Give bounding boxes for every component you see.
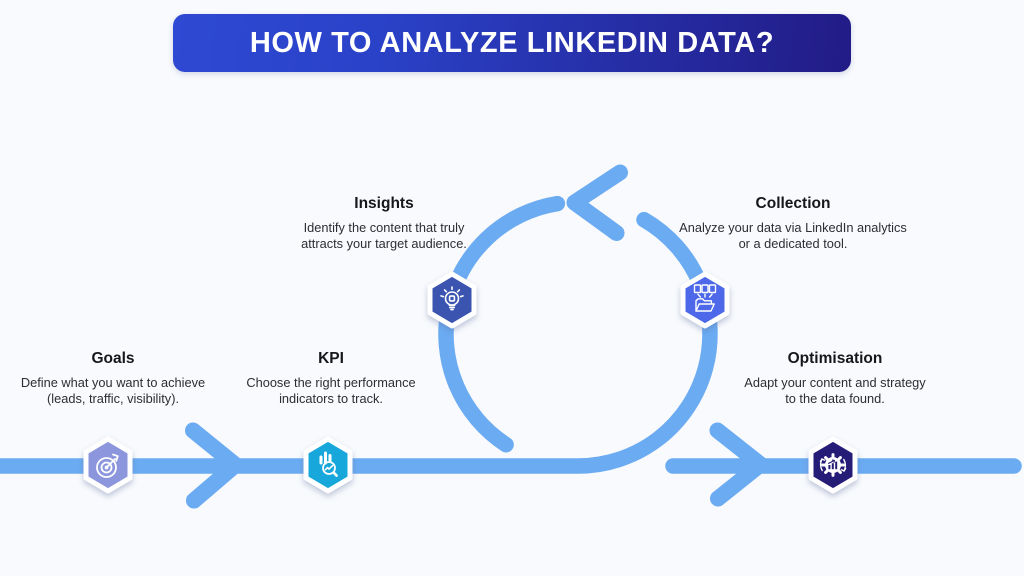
stage-hexagon-collection <box>674 265 736 335</box>
stage-text-goals: Goals Define what you want to achieve (l… <box>0 350 226 407</box>
stage-text-optimisation: Optimisation Adapt your content and stra… <box>725 350 945 407</box>
stage-title-goals: Goals <box>91 350 135 367</box>
stage-hexagon-insights <box>421 265 483 335</box>
gear-optimization-icon <box>819 453 847 477</box>
stage-desc-goals: Define what you want to achieve (leads, … <box>20 375 206 406</box>
timeline-left-line <box>0 211 718 474</box>
lightbulb-idea-icon <box>440 286 464 311</box>
stage-text-collection: Collection Analyze your data via LinkedI… <box>663 195 923 252</box>
stage-title-optimisation: Optimisation <box>787 350 883 367</box>
stage-hexagon-goals <box>77 430 139 500</box>
arrow-right-icon-left <box>185 422 244 509</box>
stage-title-collection: Collection <box>755 195 831 212</box>
documents-folder-icon <box>693 284 717 312</box>
stage-desc-optimisation: Adapt your content and strategy to the d… <box>744 375 926 406</box>
title-banner: HOW TO ANALYZE LINKEDIN DATA? <box>173 14 851 72</box>
stage-desc-collection: Analyze your data via LinkedIn analytics… <box>679 220 907 251</box>
stage-title-insights: Insights <box>354 195 414 212</box>
stage-text-insights: Insights Identify the content that truly… <box>274 195 494 252</box>
stage-title-kpi: KPI <box>318 350 344 367</box>
page-title: HOW TO ANALYZE LINKEDIN DATA? <box>249 26 775 59</box>
bar-chart-magnifier-icon <box>319 451 338 477</box>
loop-arrow-icon <box>566 164 628 241</box>
stage-text-kpi: KPI Choose the right performance indicat… <box>221 350 441 407</box>
stage-hexagon-kpi <box>297 430 359 500</box>
arrow-right-icon-right <box>709 422 769 507</box>
stage-hexagon-optimisation <box>802 430 864 500</box>
target-dart-icon <box>96 453 119 478</box>
stage-desc-insights: Identify the content that truly attracts… <box>301 220 467 251</box>
stage-desc-kpi: Choose the right performance indicators … <box>246 375 416 406</box>
